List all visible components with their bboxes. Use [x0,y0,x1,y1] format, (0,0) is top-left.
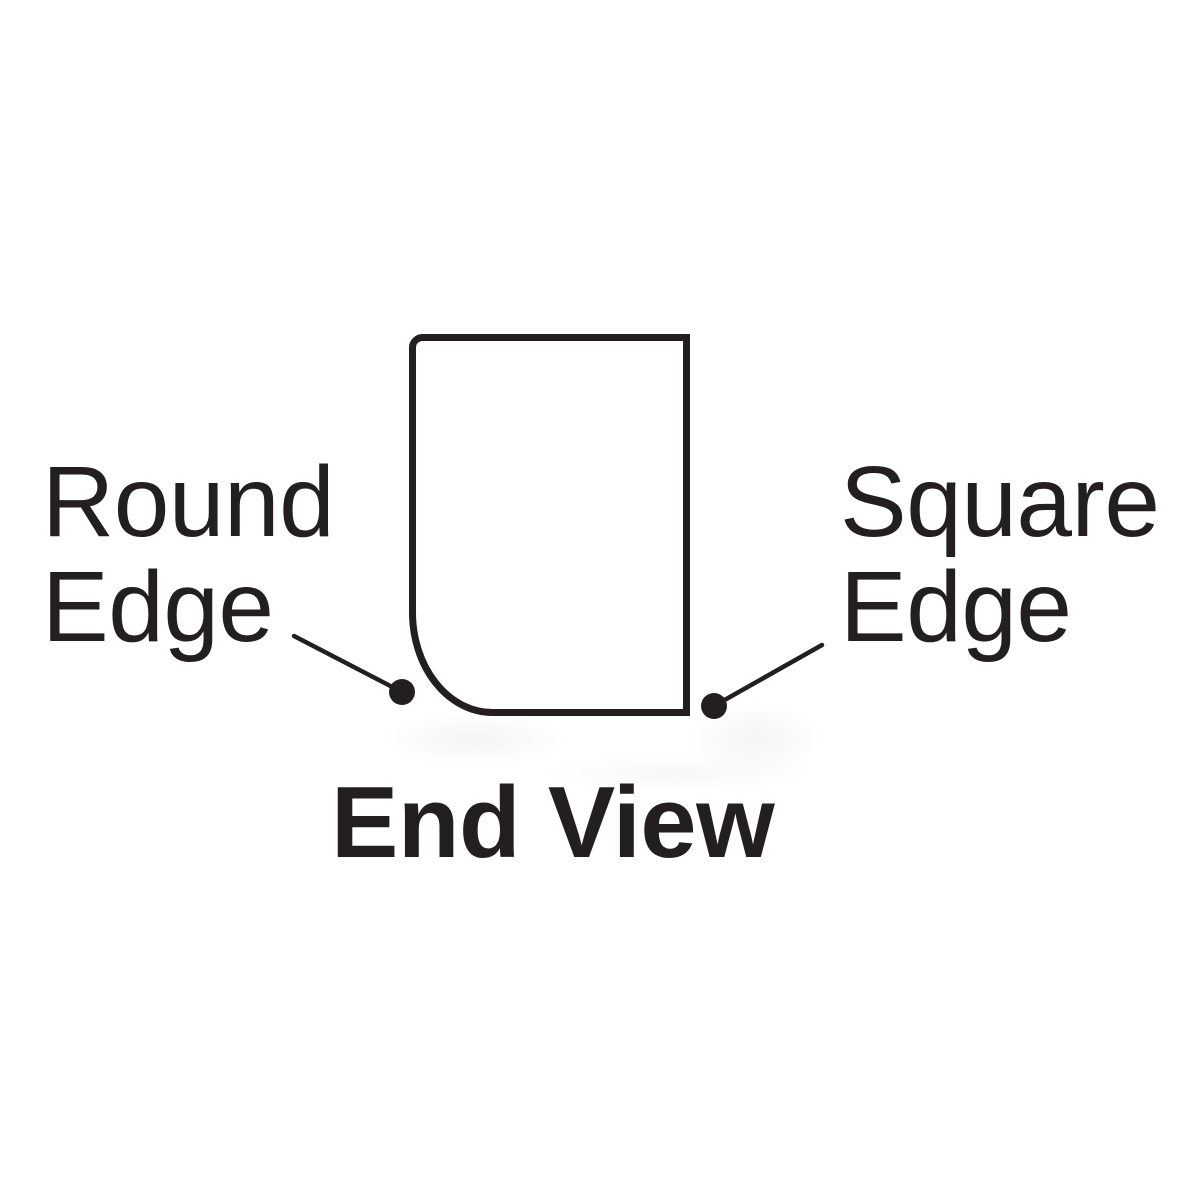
round-edge-leader-line [291,633,405,695]
round-edge-marker-dot [389,679,415,705]
round-edge-label-line2: Edge [42,551,274,663]
square-edge-label-line2: Edge [840,551,1072,663]
round-edge-label: Round Edge [42,446,335,663]
square-edge-leader-line [711,642,825,709]
square-edge-label-line1: Square [840,446,1160,558]
round-edge-label-line1: Round [42,446,335,558]
diagram-title: End View [331,767,775,879]
board-cross-section-outline [409,334,690,716]
square-edge-label: Square Edge [840,446,1160,663]
square-edge-marker-dot [701,693,727,719]
